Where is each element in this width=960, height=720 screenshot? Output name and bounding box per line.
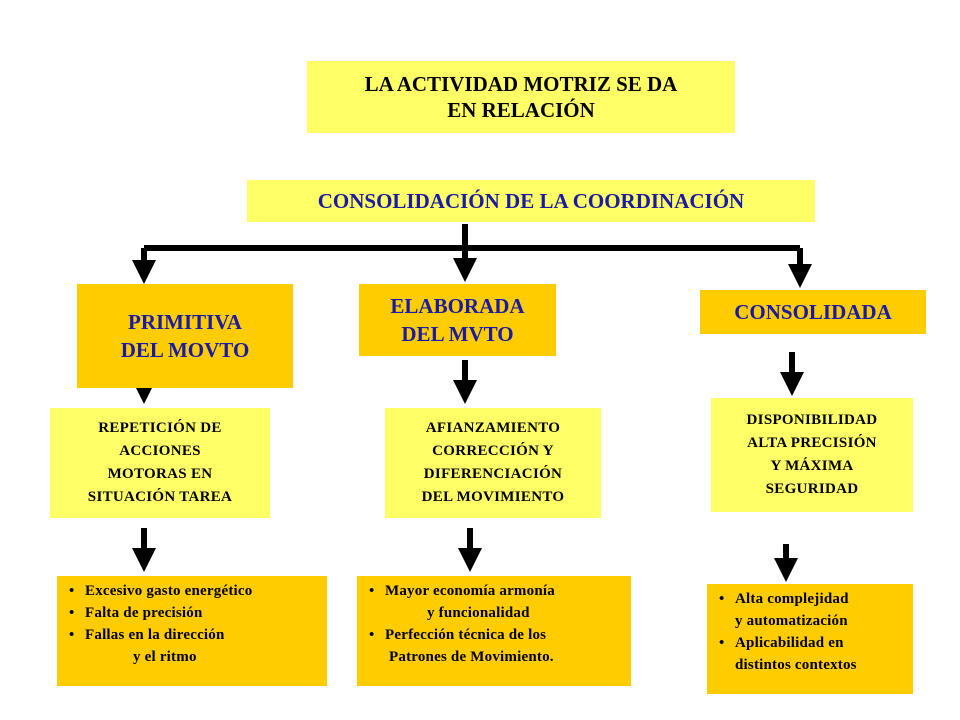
bullet-text: Aplicabilidad en <box>735 635 844 651</box>
level-name: CONSOLIDADA <box>734 300 892 324</box>
bullet-continuation: Patrones de Movimiento. <box>389 649 554 665</box>
bullet-text: Alta complejidad <box>735 591 849 607</box>
bullet-item: Aplicabilidad en distintos contextos <box>717 632 907 676</box>
bullet-item: Excesivo gasto energético <box>67 580 321 602</box>
description-line: DISPONIBILIDAD <box>746 412 878 428</box>
description-line: ACCIONES <box>119 443 201 459</box>
bullet-continuation: distintos contextos <box>735 657 857 673</box>
title-line: LA ACTIVIDAD MOTRIZ SE DA <box>364 72 678 96</box>
description-line: SITUACIÓN TAREA <box>87 489 233 505</box>
level-elaborada: ELABORADA DEL MVTO <box>359 284 556 356</box>
subtitle-box: CONSOLIDACIÓN DE LA COORDINACIÓN <box>247 180 815 222</box>
characteristics-consolidada: Alta complejidad y automatización Aplicab… <box>707 584 913 694</box>
bullet-item: Fallas en la dirección y el ritmo <box>67 624 321 668</box>
description-line: AFIANZAMIENTO <box>425 420 561 436</box>
description-primitiva: REPETICIÓN DE ACCIONES MOTORAS EN SITUAC… <box>50 408 270 518</box>
bullet-text: Perfección técnica de los <box>385 627 547 643</box>
title-line: EN RELACIÓN <box>447 98 595 122</box>
title-box: LA ACTIVIDAD MOTRIZ SE DA EN RELACIÓN <box>307 61 735 133</box>
description-line: CORRECCIÓN Y <box>432 443 554 459</box>
bullet-text: Excesivo gasto energético <box>85 583 253 599</box>
description-line: REPETICIÓN DE <box>98 420 222 436</box>
level-consolidada: CONSOLIDADA <box>700 290 926 334</box>
description-line: ALTA PRECISIÓN <box>747 435 877 451</box>
description-line: Y MÁXIMA <box>770 458 854 474</box>
description-line: DIFERENCIACIÓN <box>423 466 563 482</box>
bullet-item: Falta de precisión <box>67 602 321 624</box>
subtitle-text: CONSOLIDACIÓN DE LA COORDINACIÓN <box>317 188 745 213</box>
level-name: DEL MOVTO <box>120 338 250 362</box>
description-line: MOTORAS EN <box>107 466 213 482</box>
description-consolidada: DISPONIBILIDAD ALTA PRECISIÓN Y MÁXIMA S… <box>711 398 913 512</box>
level-name: PRIMITIVA <box>128 310 242 334</box>
bullet-continuation: y automatización <box>735 613 848 629</box>
level-name: DEL MVTO <box>401 322 514 346</box>
bullet-continuation: y el ritmo <box>133 649 197 665</box>
level-name: ELABORADA <box>390 294 525 318</box>
bullet-text: Falta de precisión <box>85 605 203 621</box>
description-line: SEGURIDAD <box>765 481 859 497</box>
characteristics-primitiva: Excesivo gasto energético Falta de preci… <box>57 576 327 686</box>
bullet-text: Fallas en la dirección <box>85 627 225 643</box>
bullet-text: Mayor economía armonía <box>385 583 555 599</box>
bullet-item: Alta complejidad y automatización <box>717 588 907 632</box>
bullet-continuation: y funcionalidad <box>427 605 530 621</box>
level-primitiva: PRIMITIVA DEL MOVTO <box>77 284 293 388</box>
description-elaborada: AFIANZAMIENTO CORRECCIÓN Y DIFERENCIACIÓ… <box>385 408 601 518</box>
characteristics-elaborada: Mayor economía armonía y funcionalidad Pe… <box>357 576 631 686</box>
description-line: DEL MOVIMIENTO <box>421 489 565 505</box>
bullet-item: Mayor economía armonía y funcionalidad <box>367 580 625 624</box>
